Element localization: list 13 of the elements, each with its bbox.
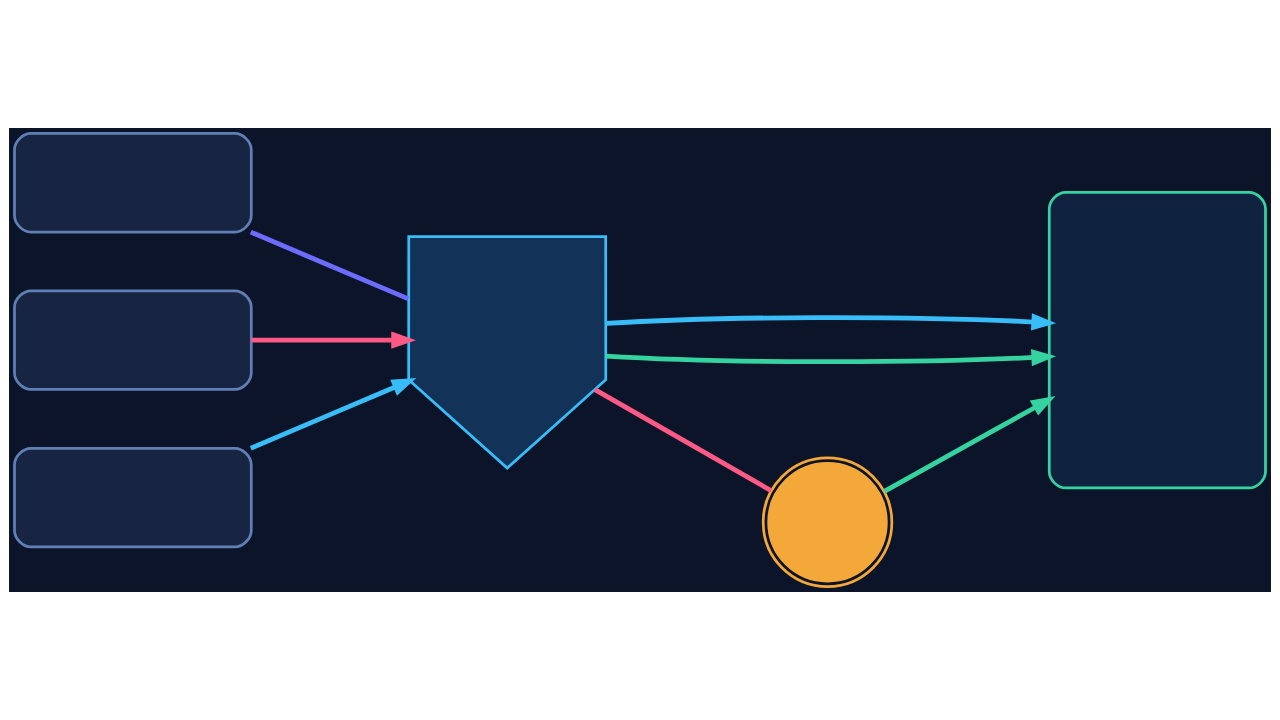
connector <box>593 387 773 493</box>
arrow <box>605 313 1057 331</box>
node-circle <box>761 456 894 588</box>
arrow <box>249 378 417 451</box>
node-box <box>1047 190 1267 490</box>
connector <box>249 229 410 302</box>
node-box <box>13 132 253 234</box>
node-box <box>13 446 253 549</box>
arrow <box>605 348 1057 367</box>
arrow <box>251 331 416 349</box>
node-shield <box>407 235 608 470</box>
arrow <box>883 396 1056 494</box>
node-box <box>13 289 253 391</box>
